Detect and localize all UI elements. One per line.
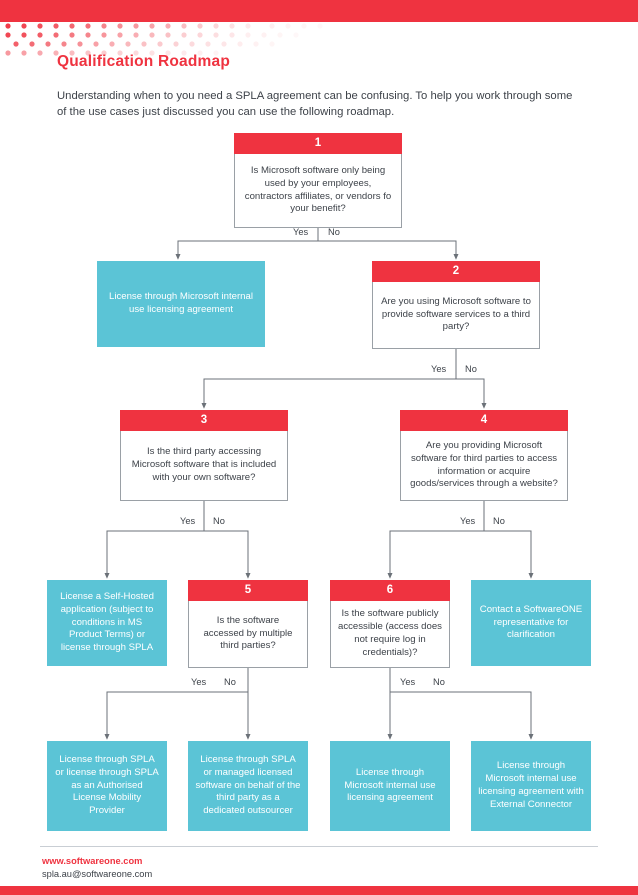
footer: www.softwareone.com spla.au@softwareone.… [42,855,152,880]
node-6-number: 6 [330,580,450,601]
outcome-spla-mobility-text: License through SPLA or license through … [55,753,159,817]
top-accent-bar [0,0,638,22]
node-4-text: Are you providing Microsoft software for… [400,431,568,501]
decision-node-1[interactable]: 1 Is Microsoft software only being used … [234,133,402,228]
edge-label-q3-yes: Yes [180,516,196,526]
edge-label-q6-yes: Yes [400,677,416,687]
footer-divider [40,846,598,847]
outcome-node-internal-use[interactable]: License through Microsoft internal use l… [97,261,265,347]
outcome-internal-use-text: License through Microsoft internal use l… [109,291,253,315]
decision-node-6[interactable]: 6 Is the software publicly accessible (a… [330,580,450,668]
footer-email[interactable]: spla.au@softwareone.com [42,868,153,879]
outcome-node-self-hosted[interactable]: License a Self-Hosted application (subje… [47,580,167,666]
outcome-self-hosted-text: License a Self-Hosted application (subje… [60,590,154,654]
decision-node-3[interactable]: 3 Is the third party accessing Microsoft… [120,410,288,501]
node-1-number: 1 [234,133,402,154]
edge-label-q1-yes: Yes [293,227,309,237]
bottom-accent-bar [0,886,638,895]
node-2-number: 2 [372,261,540,282]
node-3-text: Is the third party accessing Microsoft s… [120,431,288,501]
decision-node-4[interactable]: 4 Are you providing Microsoft software f… [400,410,568,501]
edge-label-q5-no: No [224,677,236,687]
outcome-dedicated-outsourcer-text: License through SPLA or managed licensed… [195,753,301,817]
page-title: Qualification Roadmap [57,53,230,70]
edge-label-q4-yes: Yes [460,516,476,526]
edge-label-q4-no: No [493,516,505,526]
edge-label-q2-yes: Yes [431,364,447,374]
intro-paragraph: Understanding when to you need a SPLA ag… [57,90,573,119]
decision-node-2[interactable]: 2 Are you using Microsoft software to pr… [372,261,540,349]
outcome-node-internal-use-2[interactable]: License through Microsoft internal use l… [330,741,450,831]
outcome-node-spla-mobility[interactable]: License through SPLA or license through … [47,741,167,831]
outcome-node-contact-rep[interactable]: Contact a SoftwareONE representative for… [471,580,591,666]
node-3-number: 3 [120,410,288,431]
outcome-contact-rep-text: Contact a SoftwareONE representative for… [479,603,583,641]
decision-node-5[interactable]: 5 Is the software accessed by multiple t… [188,580,308,668]
edge-label-q1-no: No [328,227,340,237]
outcome-node-external-connector[interactable]: License through Microsoft internal use l… [471,741,591,831]
edge-label-q5-yes: Yes [191,677,207,687]
dot-pattern-decoration [0,22,638,62]
outcome-internal-use-2-text: License through Microsoft internal use l… [344,766,436,804]
footer-website[interactable]: www.softwareone.com [42,856,143,866]
node-6-text: Is the software publicly accessible (acc… [330,601,450,668]
node-1-text: Is Microsoft software only being used by… [234,154,402,228]
node-5-number: 5 [188,580,308,601]
node-5-text: Is the software accessed by multiple thi… [188,601,308,668]
outcome-external-connector-text: License through Microsoft internal use l… [478,760,584,810]
outcome-node-dedicated-outsourcer[interactable]: License through SPLA or managed licensed… [188,741,308,831]
edge-label-q3-no: No [213,516,225,526]
edge-label-q6-no: No [433,677,445,687]
node-4-number: 4 [400,410,568,431]
edge-label-q2-no: No [465,364,477,374]
node-2-text: Are you using Microsoft software to prov… [372,282,540,349]
